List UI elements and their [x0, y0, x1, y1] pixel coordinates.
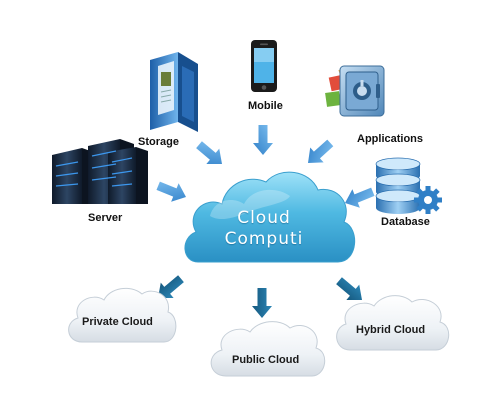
public-cloud-shape	[210, 321, 326, 377]
server-icon	[52, 139, 148, 204]
private-cloud-label: Private Cloud	[82, 316, 153, 328]
main-cloud-title-line2: Computi	[224, 229, 304, 249]
storage-icon	[150, 52, 198, 132]
main-cloud	[184, 171, 356, 263]
applications-icon	[325, 65, 385, 117]
hybrid-cloud-label: Hybrid Cloud	[356, 324, 426, 336]
arrow-applications-to-cloud	[301, 135, 337, 171]
database-icon	[375, 157, 442, 214]
arrow-mobile-to-cloud	[253, 125, 273, 155]
applications-label: Applications	[357, 133, 424, 145]
arrow-server-to-cloud	[154, 176, 190, 207]
server-label: Server	[88, 212, 123, 224]
arrow-cloud-to-public	[252, 288, 272, 318]
mobile-label: Mobile	[248, 100, 283, 112]
gear-icon	[414, 186, 442, 214]
storage-label: Storage	[138, 136, 179, 148]
arrow-storage-to-cloud	[192, 137, 229, 172]
private-cloud-shape	[68, 287, 177, 343]
main-cloud-title-line1: Cloud	[237, 208, 291, 228]
public-cloud-label: Public Cloud	[232, 354, 300, 366]
arrow-cloud-to-hybrid	[332, 273, 369, 308]
mobile-icon	[251, 40, 277, 92]
hybrid-cloud-shape	[336, 295, 450, 351]
database-label: Database	[381, 216, 430, 228]
